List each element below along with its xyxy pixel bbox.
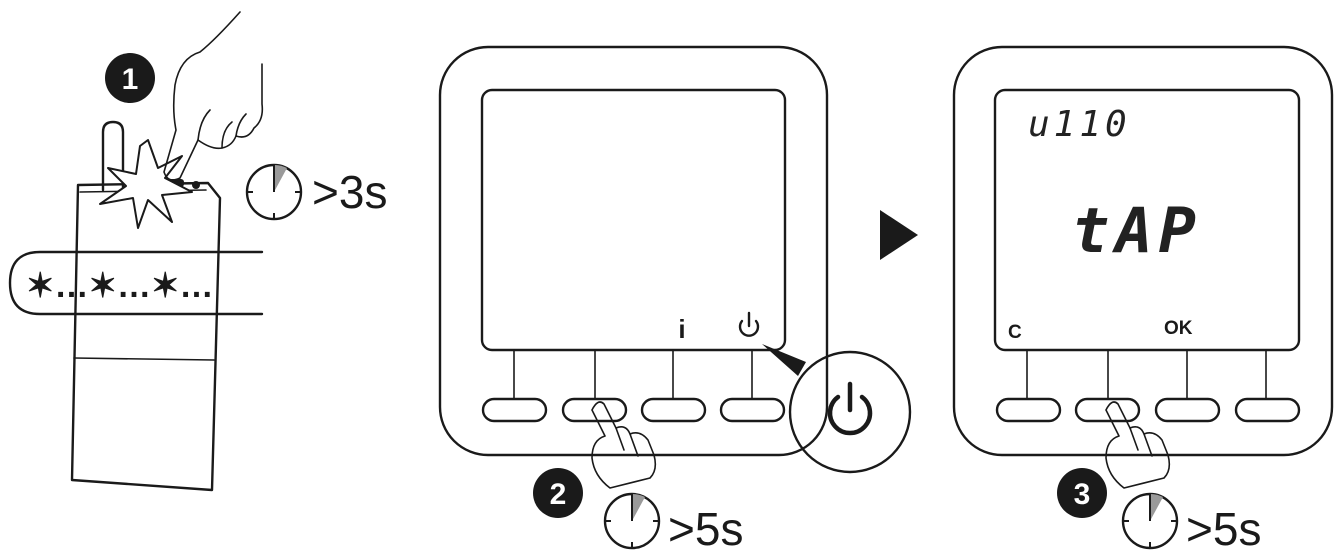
- thermostat-button-2-pressed[interactable]: [1074, 397, 1141, 423]
- power-icon-large: [827, 381, 873, 436]
- press-flash-icon: [99, 139, 193, 229]
- step-3-badge: 3: [1057, 468, 1107, 518]
- hand-press-icon: [163, 11, 264, 181]
- hand-press-button-icon: [591, 401, 657, 489]
- c-key-label: C: [1008, 322, 1022, 343]
- step-2-badge: 2: [533, 468, 583, 518]
- power-callout-magnifier: [762, 344, 912, 474]
- thermostat-before: i: [438, 45, 829, 457]
- lcd-screen: [993, 88, 1301, 352]
- timer-3s-icon: [245, 163, 303, 221]
- hand-press-button-icon-2: [1105, 401, 1171, 489]
- thermostat-ok-button[interactable]: [1154, 397, 1221, 423]
- step-2-duration: >5s: [668, 503, 743, 551]
- thermostat-button-4[interactable]: [719, 397, 786, 423]
- lcd-main-readout: tAP: [1072, 194, 1202, 267]
- power-icon: [738, 311, 760, 337]
- step-1-badge: 1: [105, 53, 155, 103]
- svg-text:2: 2: [550, 478, 567, 511]
- info-key-label: i: [678, 314, 685, 344]
- thermostat-button-3[interactable]: [640, 397, 707, 423]
- lcd-small-readout: u110: [1028, 104, 1131, 145]
- thermostat-after: u110 tAP C OK: [952, 45, 1334, 457]
- receiver-device: [70, 120, 222, 492]
- step-1-duration: >3s: [312, 166, 387, 218]
- svg-text:3: 3: [1074, 478, 1091, 511]
- step-3-duration: >5s: [1186, 503, 1261, 551]
- svg-text:1: 1: [122, 63, 139, 96]
- thermostat-button-4[interactable]: [1234, 397, 1301, 423]
- timer-5s-icon-2: [1121, 492, 1179, 550]
- led-blink-banner: ✶…✶…✶…: [8, 250, 264, 316]
- next-arrow-icon: [880, 210, 918, 260]
- thermostat-button-2-pressed[interactable]: [561, 397, 628, 423]
- thermostat-button-1[interactable]: [481, 397, 548, 423]
- blink-sequence-text: ✶…✶…✶…: [26, 267, 213, 305]
- lcd-screen-blank: [480, 88, 787, 352]
- ok-key-label: OK: [1164, 318, 1193, 339]
- timer-5s-icon: [603, 492, 661, 550]
- thermostat-c-button[interactable]: [995, 397, 1062, 423]
